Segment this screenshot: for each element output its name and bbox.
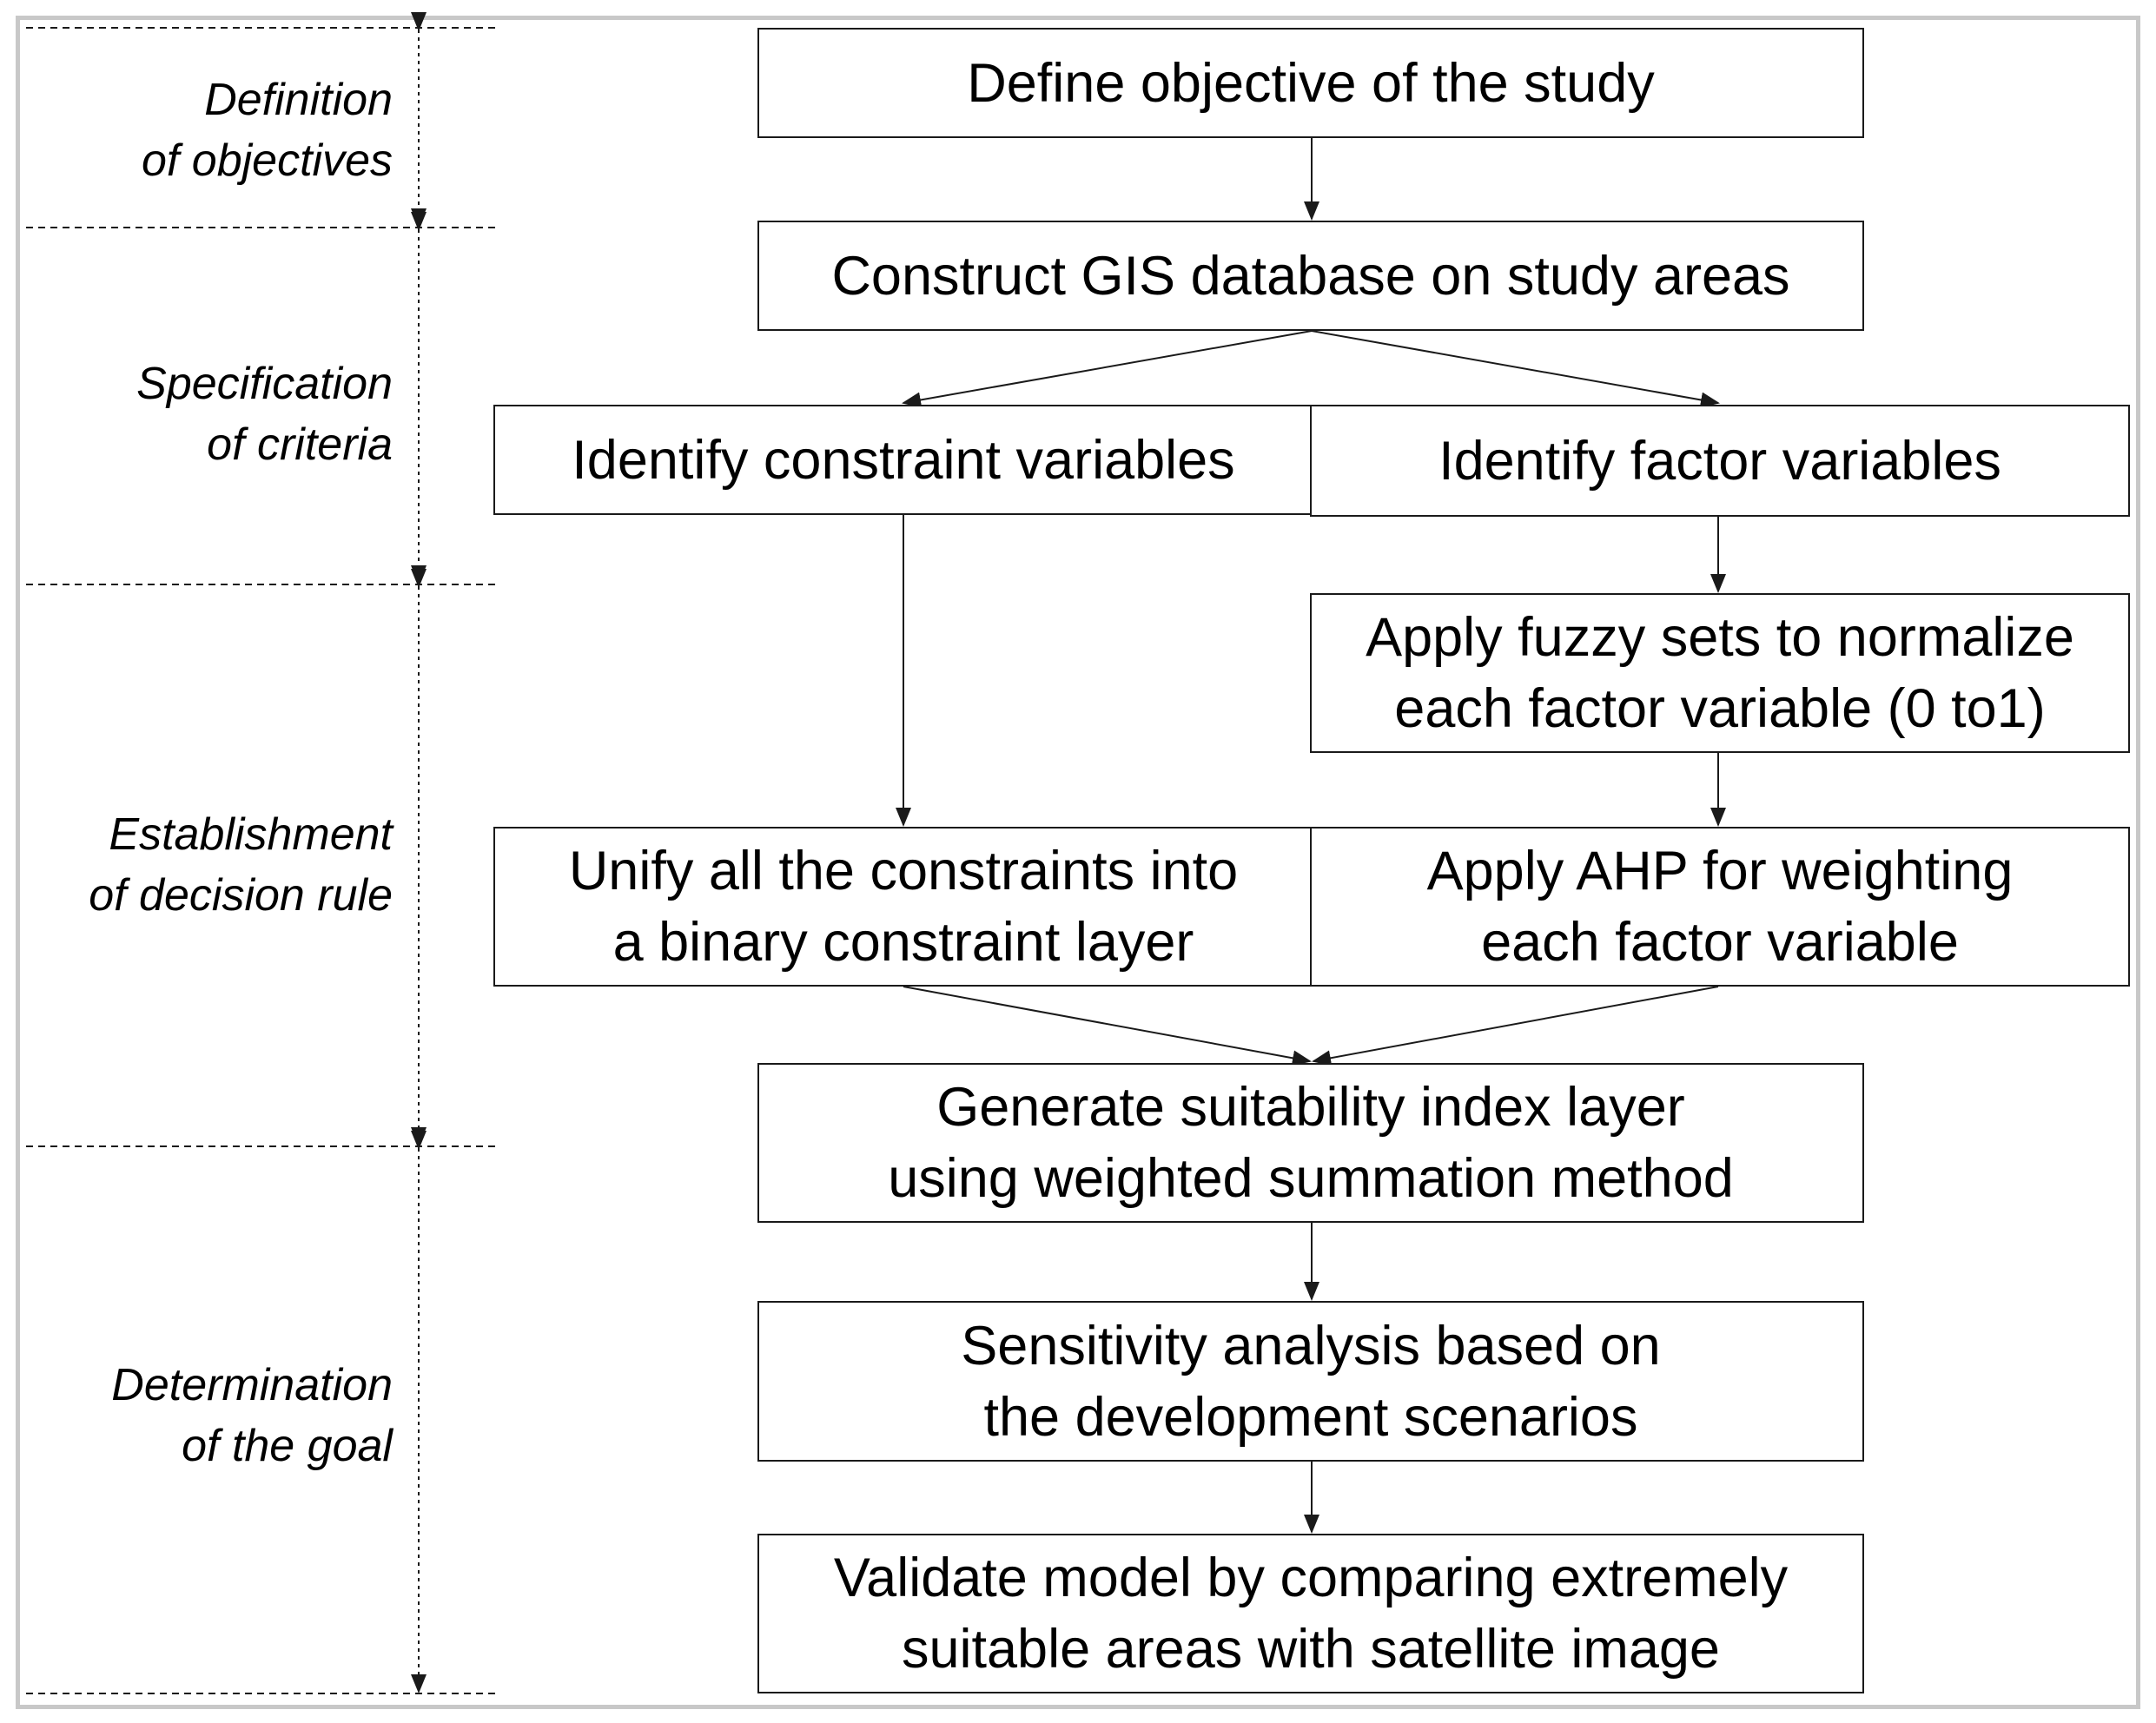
arrow-gis-to-constraints [902,330,1313,408]
step-sensitivity-analysis: Sensitivity analysis based on the develo… [757,1301,1864,1462]
arrow-ahp-to-suitability [1312,986,1719,1066]
step-generate-suitability-text: Generate suitability index layer using w… [888,1077,1734,1209]
arrow-gis-to-factors [1311,330,1720,408]
step-define-objective: Define objective of the study [757,28,1864,138]
step-construct-gis: Construct GIS database on study areas [757,221,1864,331]
stage-label-determination: Determination of the goal [111,1360,393,1471]
step-identify-constraints: Identify constraint variables [493,405,1313,515]
step-apply-ahp: Apply AHP for weighting each factor vari… [1310,827,2130,987]
step-apply-ahp-text: Apply AHP for weighting each factor vari… [1426,841,2014,973]
step-unify-constraints: Unify all the constraints into a binary … [493,827,1313,987]
step-apply-fuzzy-text: Apply fuzzy sets to normalize each facto… [1366,607,2074,739]
step-identify-constraints-text: Identify constraint variables [572,429,1235,491]
step-define-objective-text: Define objective of the study [967,52,1655,114]
arrow-unify-to-suitability [903,986,1312,1066]
step-generate-suitability: Generate suitability index layer using w… [757,1063,1864,1223]
stage-label-establishment: Establishment of decision rule [89,809,393,921]
stage-label-specification: Specification of criteria [136,359,393,470]
step-validate-model: Validate model by comparing extremely su… [757,1534,1864,1693]
step-unify-constraints-text: Unify all the constraints into a binary … [568,841,1239,973]
step-construct-gis-text: Construct GIS database on study areas [831,245,1790,307]
step-identify-factors-text: Identify factor variables [1438,430,2001,492]
step-apply-fuzzy: Apply fuzzy sets to normalize each facto… [1310,593,2130,753]
step-validate-model-text: Validate model by comparing extremely su… [833,1548,1789,1680]
step-sensitivity-analysis-text: Sensitivity analysis based on the develo… [961,1315,1661,1448]
step-identify-factors: Identify factor variables [1310,405,2130,517]
stage-label-definition: Definition of objectives [141,75,393,186]
